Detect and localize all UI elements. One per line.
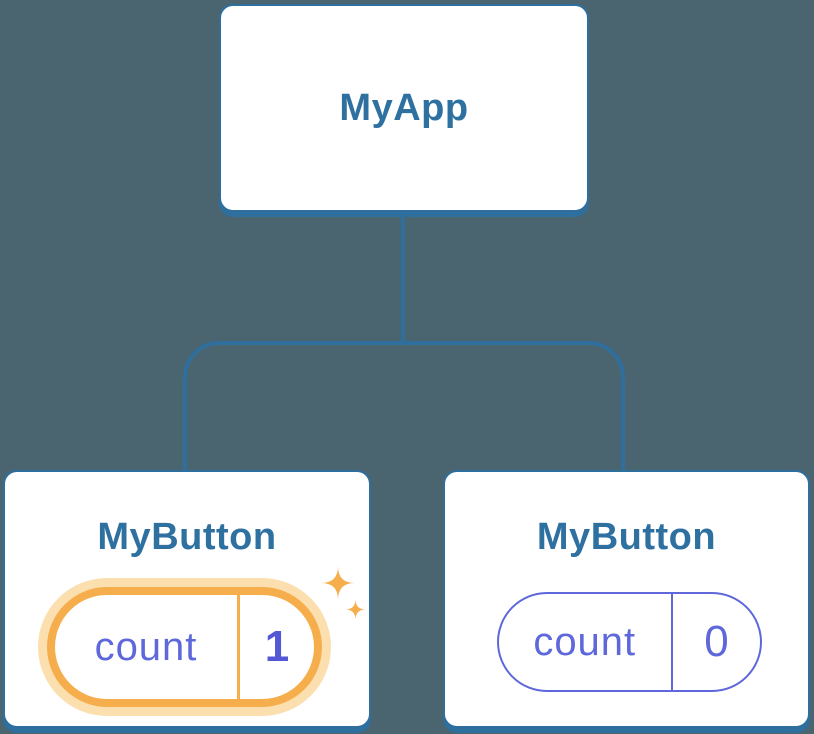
component-node-mybutton-2: MyButton count 0: [443, 470, 810, 728]
component-node-mybutton-1: MyButton count 1: [3, 470, 371, 728]
state-value: 0: [704, 617, 729, 666]
node-label-mybutton-1: MyButton: [97, 516, 277, 558]
state-badge-count-highlighted: count 1: [47, 587, 322, 707]
state-badge-divider: [237, 595, 240, 699]
state-badge-count: count 0: [497, 592, 762, 692]
tree-connector-branch: [183, 341, 625, 472]
state-key-label: count: [94, 624, 198, 669]
sparkle-icon: [345, 599, 366, 620]
component-node-myapp: MyApp: [219, 4, 589, 212]
node-label-myapp: MyApp: [339, 86, 469, 129]
state-value: 1: [264, 622, 290, 671]
tree-connector-stem: [401, 210, 405, 345]
state-badge-divider: [670, 594, 673, 690]
state-key-label: count: [533, 619, 637, 664]
node-label-mybutton-2: MyButton: [536, 516, 717, 558]
sparkle-icon: [321, 566, 355, 600]
